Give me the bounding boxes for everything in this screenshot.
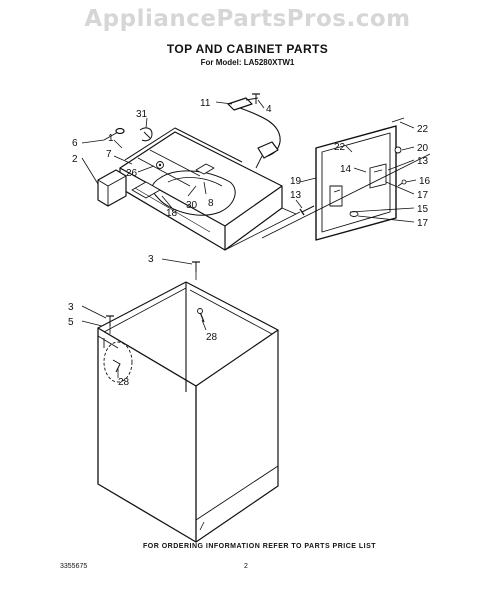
callout-13-left: 13 bbox=[290, 190, 302, 201]
page-title: TOP AND CABINET PARTS bbox=[166, 42, 329, 56]
part-28-screw bbox=[197, 308, 205, 323]
callout-4: 4 bbox=[266, 104, 272, 115]
callout-3-upper: 3 bbox=[148, 254, 154, 265]
callout-22-inner: 22 bbox=[334, 142, 346, 153]
callout-14: 14 bbox=[340, 164, 352, 175]
callout-30: 30 bbox=[186, 200, 198, 211]
callout-8: 8 bbox=[208, 198, 214, 209]
callout-26: 26 bbox=[126, 168, 138, 179]
callout-6: 6 bbox=[72, 138, 78, 149]
lid-switch-harness bbox=[227, 97, 281, 169]
callout-28-upper: 28 bbox=[206, 332, 218, 343]
callout-22-upper: 22 bbox=[417, 124, 429, 135]
callout-leaders bbox=[81, 99, 417, 378]
part-31-clip bbox=[139, 127, 153, 142]
washer-cabinet bbox=[97, 281, 279, 543]
callout-5: 5 bbox=[68, 317, 74, 328]
callout-7: 7 bbox=[106, 149, 112, 160]
callout-16: 16 bbox=[419, 176, 431, 187]
callout-18: 18 bbox=[166, 208, 178, 219]
callout-2: 2 bbox=[72, 154, 78, 165]
callout-28-lower: 28 bbox=[118, 377, 130, 388]
callout-1: 1 bbox=[108, 133, 114, 144]
part-3-screw-lower bbox=[106, 315, 114, 326]
part-28-clip-lower bbox=[112, 359, 121, 373]
part-4-screw bbox=[252, 93, 260, 104]
callout-19: 19 bbox=[290, 176, 302, 187]
callout-13-right: 13 bbox=[417, 156, 429, 167]
assembly-guide-lines bbox=[109, 153, 431, 334]
washer-lid bbox=[315, 117, 407, 241]
ordering-note: FOR ORDERING INFORMATION REFER TO PARTS … bbox=[143, 543, 377, 550]
callout-17-lower: 17 bbox=[417, 218, 429, 229]
part-6-screw bbox=[103, 127, 125, 141]
callout-3-lower: 3 bbox=[68, 302, 74, 313]
top-end-cap bbox=[97, 169, 127, 207]
washer-top-panel bbox=[119, 127, 283, 251]
callout-15: 15 bbox=[417, 204, 429, 215]
page-number: 2 bbox=[244, 563, 248, 570]
part-28-detail-circle bbox=[103, 341, 133, 383]
callout-17-upper: 17 bbox=[417, 190, 429, 201]
document-number: 3355675 bbox=[60, 563, 88, 570]
callout-20: 20 bbox=[417, 143, 429, 154]
callout-11: 11 bbox=[200, 98, 211, 109]
part-13-screw bbox=[299, 205, 315, 216]
watermark: AppliancePartsPros.com bbox=[84, 6, 411, 32]
callout-31: 31 bbox=[136, 109, 148, 120]
model-subtitle: For Model: LA5280XTW1 bbox=[200, 58, 295, 67]
